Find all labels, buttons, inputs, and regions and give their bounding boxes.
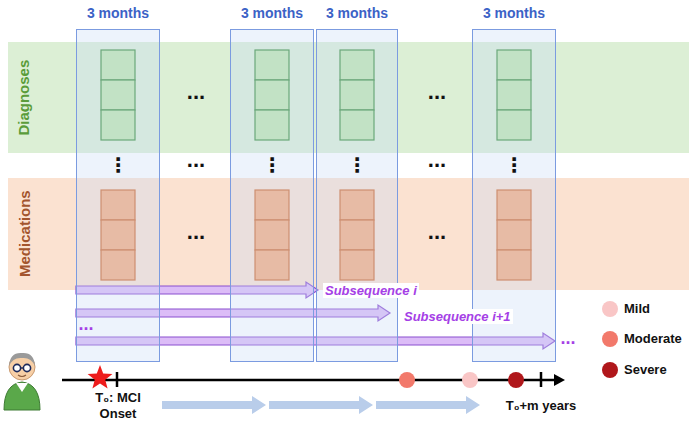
window-frame — [230, 29, 314, 362]
window-heading: 3 months — [472, 5, 556, 21]
window-heading: 3 months — [76, 5, 160, 21]
window-frame — [316, 29, 398, 362]
ellipsis-mark: ... — [428, 221, 446, 243]
timeline — [62, 365, 565, 389]
ellipsis-mark: ... — [78, 315, 93, 333]
legend-entry: Moderate — [601, 330, 682, 348]
band-label-holder: Medications — [8, 178, 40, 290]
legend-swatch-box — [601, 330, 619, 348]
timeline-label: T₀: MCI Onset — [81, 390, 155, 421]
band-label: Medications — [15, 191, 32, 278]
ellipsis-mark: ⋮ — [504, 155, 524, 175]
legend-swatch-box — [601, 361, 619, 379]
onset-star — [88, 365, 113, 389]
subsequence-label: Subsequence i — [323, 283, 419, 298]
ellipsis-mark: ⋮ — [262, 155, 282, 175]
window-heading: 3 months — [316, 5, 398, 21]
subsequence-label: Subsequence i+1 — [402, 309, 513, 324]
legend-text: Moderate — [624, 332, 682, 347]
ellipsis-mark: ⋮ — [347, 155, 367, 175]
time-window: 3 months — [76, 5, 160, 362]
ellipsis-mark: ... — [187, 149, 205, 171]
ellipsis-mark: ⋮ — [108, 155, 128, 175]
window-heading: 3 months — [230, 5, 314, 21]
ellipsis-mark: ... — [187, 81, 205, 103]
ellipsis-mark: ... — [428, 81, 446, 103]
severity-swatch — [602, 362, 618, 378]
severity-swatch — [602, 301, 618, 317]
legend-text: Severe — [624, 363, 667, 378]
legend-text: Mild — [624, 302, 650, 317]
patient-icon — [4, 353, 40, 410]
band-label-holder: Diagnoses — [8, 42, 40, 153]
band-label: Diagnoses — [15, 60, 32, 136]
ellipsis-mark: ... — [428, 149, 446, 171]
legend-swatch-box — [601, 300, 619, 318]
timeline-label: T₀+m years — [506, 399, 577, 412]
legend-entry: Severe — [601, 361, 667, 379]
ellipsis-mark: ... — [187, 221, 205, 243]
progress-arrows — [162, 396, 480, 414]
severity-swatch — [602, 331, 618, 347]
legend-entry: Mild — [601, 300, 650, 318]
window-frame — [76, 29, 160, 362]
ellipsis-mark: ... — [560, 329, 575, 347]
time-window: 3 months — [316, 5, 398, 362]
time-window: 3 months — [230, 5, 314, 362]
